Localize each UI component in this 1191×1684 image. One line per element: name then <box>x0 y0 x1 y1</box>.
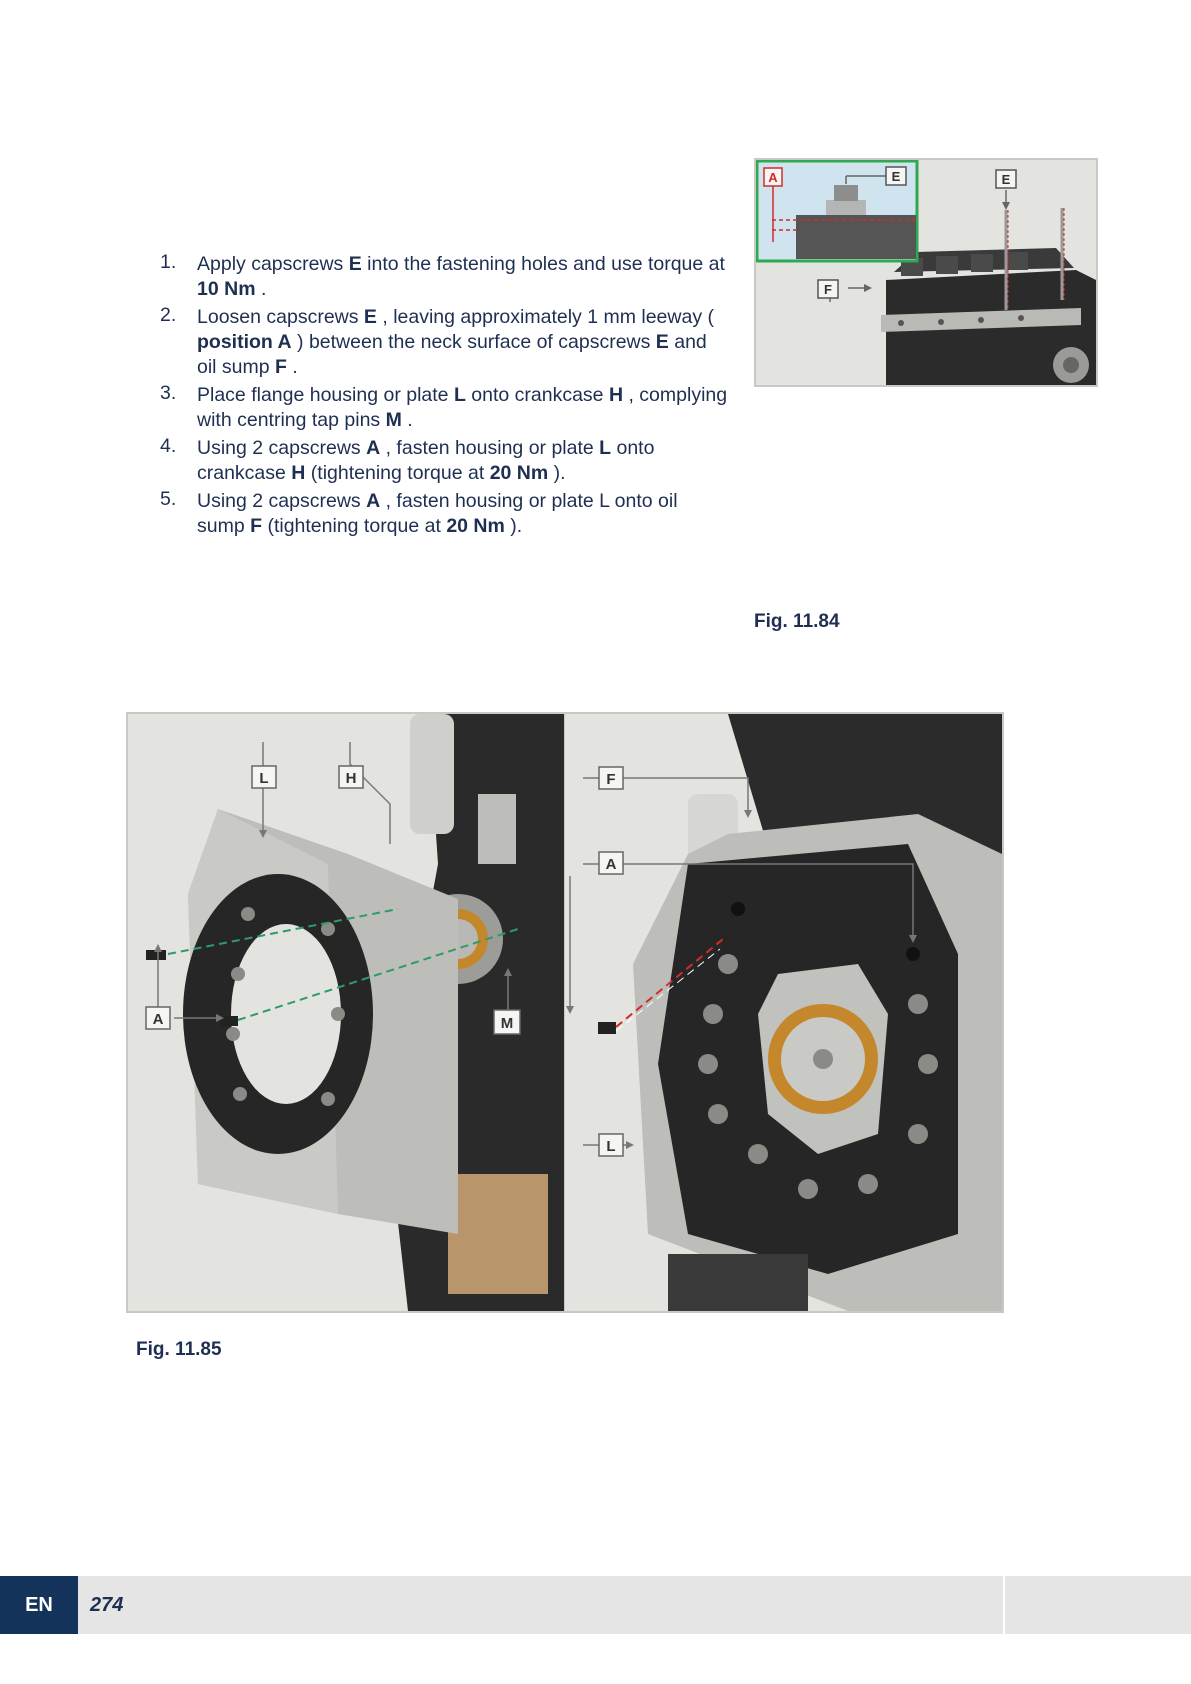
step-number: 3. <box>160 382 177 404</box>
figure-label-m: M <box>501 1015 514 1032</box>
language-badge: EN <box>0 1576 78 1634</box>
step-emphasis: H <box>291 462 306 484</box>
figure-11-84-drawing: A E E F <box>756 160 1096 385</box>
step-emphasis: H <box>608 384 624 406</box>
figure-11-84-illustration: A E E F <box>754 158 1098 387</box>
figure-label-a: A <box>768 170 778 185</box>
figure-label-f: F <box>606 771 615 788</box>
figure-11-85-illustration: L H A M F A L <box>126 712 1004 1313</box>
step-text: Apply capscrews E into the fastening hol… <box>197 253 725 300</box>
figure-caption-11-85: Fig. 11.85 <box>136 1339 222 1360</box>
step-emphasis: L <box>453 384 466 406</box>
step-emphasis: 20 Nm <box>446 515 505 537</box>
step-emphasis: E <box>348 253 362 275</box>
figure-label-a-left: A <box>153 1011 164 1028</box>
step-text-run: onto crankcase <box>465 384 609 406</box>
step-text: Loosen capscrews E , leaving approximate… <box>197 306 714 378</box>
figure-label-e: E <box>1002 172 1011 187</box>
step-number: 1. <box>160 251 177 273</box>
step-text-run: , fasten housing or plate <box>380 437 600 459</box>
step-number: 5. <box>160 488 177 510</box>
step-number: 4. <box>160 435 177 457</box>
figure-label-a-right: A <box>606 856 617 873</box>
step-text-run: (tightening torque at <box>262 515 447 537</box>
footer-divider <box>1003 1576 1005 1634</box>
figure-11-85-drawing: L H A M F A L <box>128 714 1002 1311</box>
figure-label-l-right: L <box>606 1138 615 1155</box>
step-emphasis: E <box>363 306 377 328</box>
figure-label-f: F <box>824 282 832 297</box>
figure-label-h: H <box>346 770 357 787</box>
step-text-run: Apply capscrews <box>197 253 349 275</box>
instruction-step: 5. Using 2 capscrews A , fasten housing o… <box>160 488 730 539</box>
step-text-run: ). <box>548 462 566 484</box>
step-text: Using 2 capscrews A , fasten housing or … <box>197 490 678 537</box>
instruction-step: 3. Place flange housing or plate L onto c… <box>160 382 730 433</box>
step-text-run: . <box>255 278 267 300</box>
page-footer: EN 274 <box>0 1576 1191 1634</box>
step-text: Using 2 capscrews A , fasten housing or … <box>197 437 654 484</box>
figure-label-l-left: L <box>259 770 268 787</box>
instruction-step: 4. Using 2 capscrews A , fasten housing o… <box>160 435 730 486</box>
instruction-step: 1. Apply capscrews E into the fastening h… <box>160 251 730 302</box>
step-emphasis: A <box>366 437 381 459</box>
step-emphasis: L <box>599 437 612 459</box>
step-number: 2. <box>160 304 177 326</box>
step-emphasis: 10 Nm <box>197 278 256 300</box>
step-text-run: Loosen capscrews <box>197 306 364 328</box>
page-number: 274 <box>90 1594 124 1616</box>
step-text-run: , leaving approximately 1 mm leeway ( <box>376 306 714 328</box>
instruction-step: 2. Loosen capscrews E , leaving approxima… <box>160 304 730 380</box>
step-text-run: Using 2 capscrews <box>197 490 367 512</box>
step-text-run: , complying with centring tap pins <box>197 384 728 431</box>
step-emphasis: F <box>250 515 263 537</box>
step-emphasis: F <box>275 356 287 378</box>
step-text-run: and oil sump <box>197 331 707 378</box>
step-text-run: ) between the neck surface of capscrews <box>291 331 656 353</box>
step-text-run: onto crankcase <box>197 437 655 484</box>
step-text-run: Using 2 capscrews <box>197 437 367 459</box>
step-text-run: . <box>286 356 298 378</box>
step-text-run: Place flange housing or plate <box>197 384 454 406</box>
step-emphasis: M <box>385 409 402 431</box>
step-emphasis: 20 Nm <box>489 462 549 484</box>
step-text-run: into the fastening holes and use torque … <box>361 253 725 275</box>
step-text-run: , fasten housing or plate L onto oil sum… <box>197 490 678 537</box>
step-emphasis: E <box>655 331 669 353</box>
step-text-run: ). <box>504 515 523 537</box>
step-text-run: . <box>401 409 413 431</box>
step-emphasis: position A <box>197 331 292 353</box>
instruction-steps: 1. Apply capscrews E into the fastening h… <box>160 251 730 542</box>
figure-caption-11-84: Fig. 11.84 <box>754 611 840 632</box>
step-emphasis: A <box>366 490 381 512</box>
figure-label-e-inset: E <box>892 169 901 184</box>
step-text-run: (tightening torque at <box>305 462 490 484</box>
step-text: Place flange housing or plate L onto cra… <box>197 384 727 431</box>
